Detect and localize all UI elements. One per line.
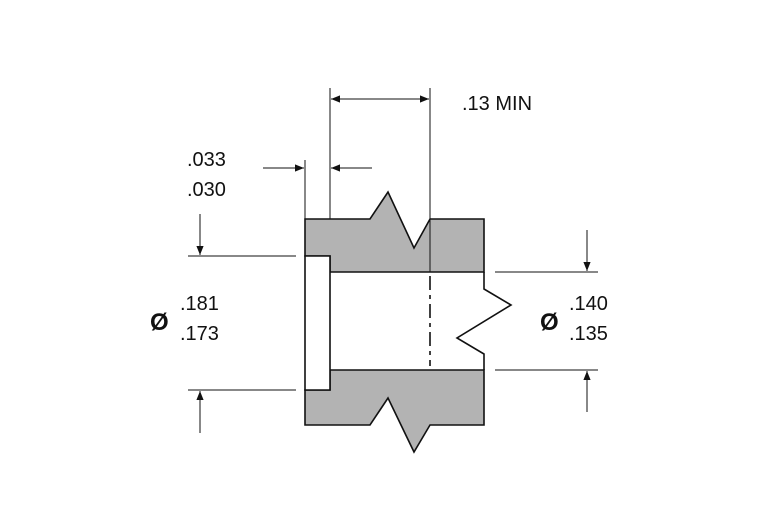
bore-diameter-upper: .140 — [569, 293, 608, 315]
counterbore-diameter-dimension: Ø .181 .173 — [150, 214, 296, 433]
bore-break-line — [455, 272, 513, 370]
counterbore-outline — [304, 255, 331, 391]
depth-min-label: .13 MIN — [462, 93, 532, 115]
depth-min-dimension: .13 MIN — [329, 88, 532, 272]
counterbore-depth-lower: .030 — [187, 179, 226, 201]
part-section — [304, 190, 513, 454]
bore-diameter-lower: .135 — [569, 323, 608, 345]
counterbore-diameter-lower: .173 — [180, 323, 219, 345]
bottom-wall-section — [304, 369, 485, 454]
diameter-symbol: Ø — [540, 309, 559, 336]
counterbore-depth-dimension: .033 .030 — [187, 149, 372, 219]
diameter-symbol: Ø — [150, 309, 169, 336]
counterbore-diameter-upper: .181 — [180, 293, 219, 315]
counterbore-depth-upper: .033 — [187, 149, 226, 171]
top-wall-section — [304, 190, 485, 273]
bore-diameter-dimension: Ø .140 .135 — [495, 230, 608, 412]
